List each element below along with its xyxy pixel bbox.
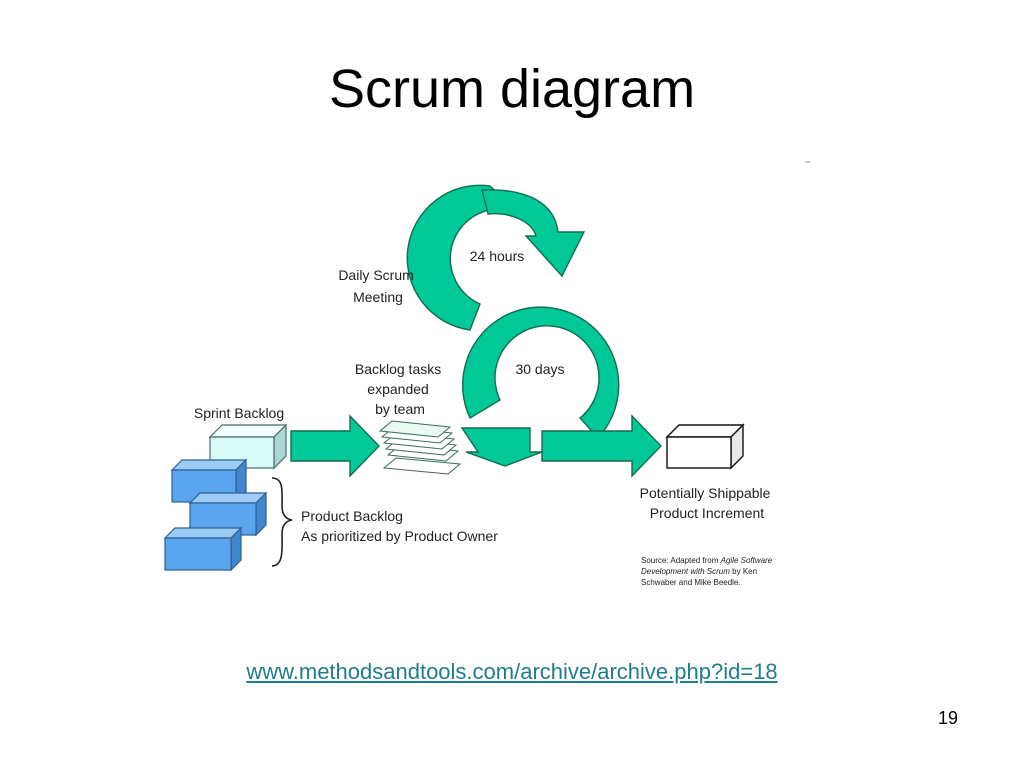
source-link[interactable]: www.methodsandtools.com/archive/archive.… <box>246 659 778 684</box>
sprint-backlog-label: Sprint Backlog <box>194 405 284 421</box>
days-label: 30 days <box>515 361 564 377</box>
source-link-container: www.methodsandtools.com/archive/archive.… <box>0 659 1024 685</box>
page-number: 19 <box>938 708 959 728</box>
product-backlog-label: Product Backlog As prioritized by Produc… <box>301 508 498 544</box>
product-increment-box <box>665 423 745 470</box>
flow-arrow <box>541 414 662 478</box>
slide-title: Scrum diagram <box>328 59 696 119</box>
flow-arrow <box>290 414 380 478</box>
backlog-tasks-stack <box>378 420 462 475</box>
daily-scrum-label: Daily Scrum Meeting <box>338 267 417 305</box>
product-backlog-stack <box>163 458 268 572</box>
product-backlog-block <box>170 458 248 504</box>
source-note: Source: Adapted from Agile Software Deve… <box>641 556 774 587</box>
backlog-tasks-label: Backlog tasks expanded by team <box>355 361 445 417</box>
sprint-cycle-loop <box>460 306 620 467</box>
daily-cycle-loop <box>406 184 586 331</box>
increment-label: Potentially Shippable Product Increment <box>640 485 775 521</box>
hours-label: 24 hours <box>470 248 524 264</box>
product-backlog-brace <box>271 477 293 567</box>
product-backlog-block <box>163 526 243 572</box>
